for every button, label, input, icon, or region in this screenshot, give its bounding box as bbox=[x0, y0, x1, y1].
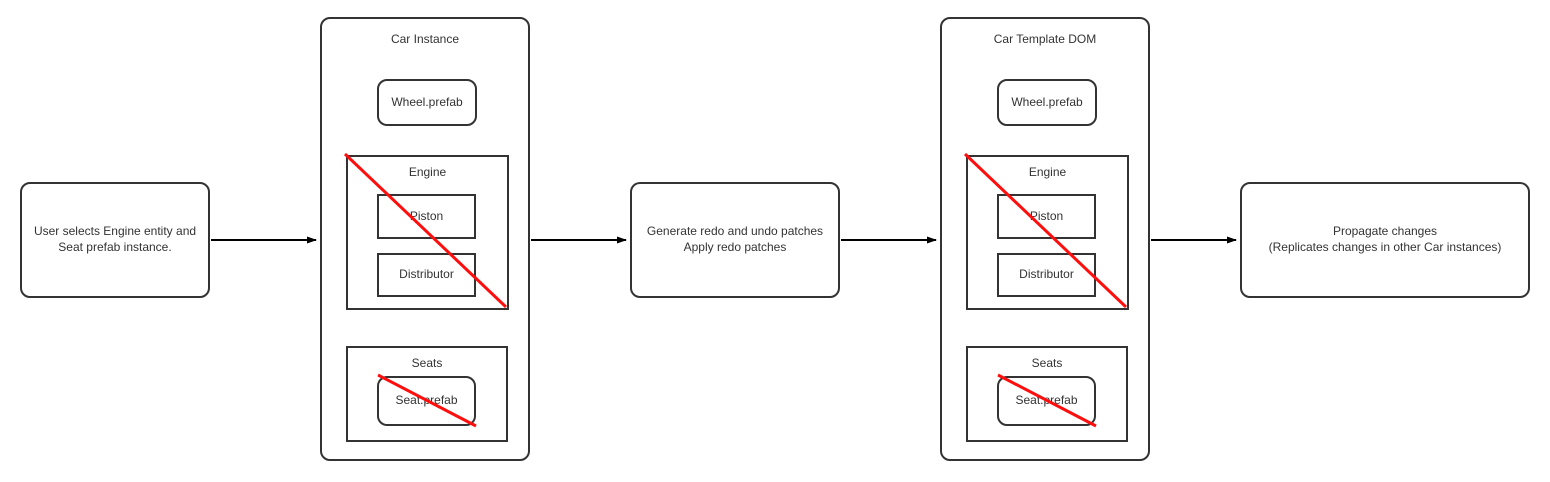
wheel-prefab-box: Wheel.prefab bbox=[997, 79, 1097, 126]
car-instance-group: Car Instance Wheel.prefab Engine Piston … bbox=[320, 17, 530, 461]
engine-label: Engine bbox=[1028, 165, 1067, 179]
distributor-box: Distributor bbox=[377, 253, 476, 297]
car-instance-title: Car Instance bbox=[390, 32, 460, 46]
wheel-prefab-box: Wheel.prefab bbox=[377, 79, 477, 126]
seat-prefab-box: Seat.prefab bbox=[377, 376, 476, 426]
propagate-node: Propagate changes (Replicates changes in… bbox=[1240, 182, 1530, 298]
patches-node: Generate redo and undo patches Apply red… bbox=[630, 182, 840, 298]
seats-box: Seats Seat.prefab bbox=[346, 346, 508, 442]
wheel-prefab-label: Wheel.prefab bbox=[1011, 94, 1083, 109]
start-node: User selects Engine entity and Seat pref… bbox=[20, 182, 210, 298]
piston-label: Piston bbox=[409, 208, 444, 223]
car-template-dom-group: Car Template DOM Wheel.prefab Engine Pis… bbox=[940, 17, 1150, 461]
car-template-dom-title: Car Template DOM bbox=[993, 32, 1097, 46]
distributor-box: Distributor bbox=[997, 253, 1096, 297]
piston-label: Piston bbox=[1029, 208, 1064, 223]
seats-label: Seats bbox=[411, 356, 443, 370]
engine-label: Engine bbox=[408, 165, 447, 179]
patches-node-label: Generate redo and undo patches Apply red… bbox=[646, 224, 824, 254]
seats-label: Seats bbox=[1031, 356, 1063, 370]
seats-box: Seats Seat.prefab bbox=[966, 346, 1128, 442]
piston-box: Piston bbox=[377, 194, 476, 239]
piston-box: Piston bbox=[997, 194, 1096, 239]
distributor-label: Distributor bbox=[1019, 267, 1074, 282]
start-node-label: User selects Engine entity and Seat pref… bbox=[33, 224, 197, 254]
engine-box: Engine Piston Distributor bbox=[966, 155, 1129, 310]
seat-prefab-box: Seat.prefab bbox=[997, 376, 1096, 426]
propagate-node-label: Propagate changes (Replicates changes in… bbox=[1268, 224, 1502, 254]
seat-prefab-label: Seat.prefab bbox=[1015, 393, 1078, 408]
distributor-label: Distributor bbox=[399, 267, 454, 282]
wheel-prefab-label: Wheel.prefab bbox=[391, 94, 463, 109]
seat-prefab-label: Seat.prefab bbox=[395, 393, 458, 408]
engine-box: Engine Piston Distributor bbox=[346, 155, 509, 310]
